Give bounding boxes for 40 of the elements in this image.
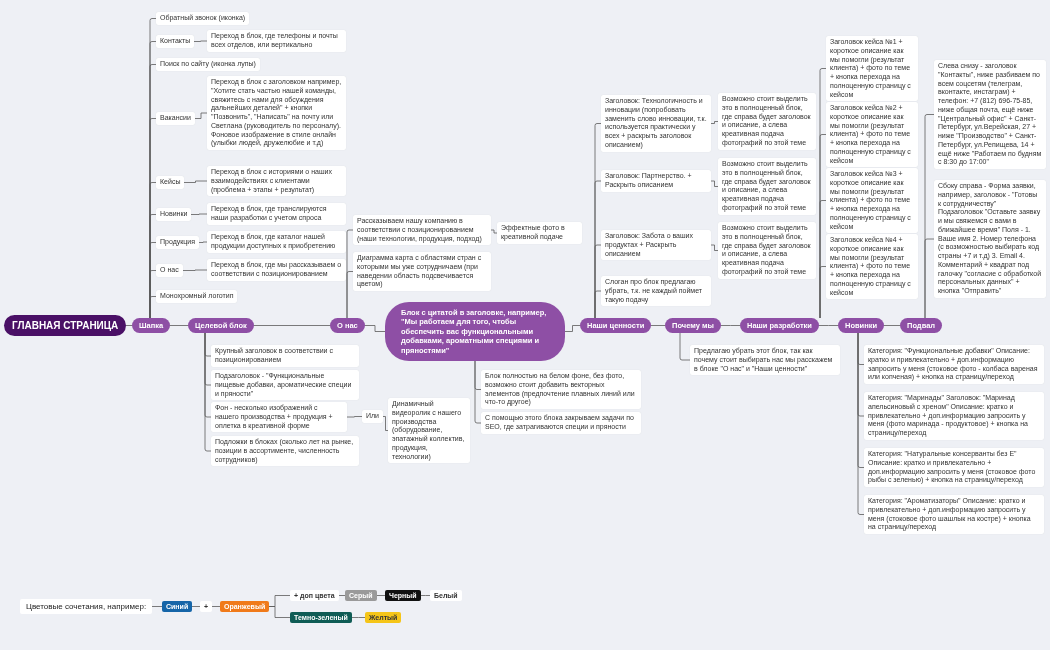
connector-line: [420, 595, 431, 596]
connector-line: [183, 180, 208, 183]
connector-line: [710, 121, 719, 124]
note-card: Цветовые сочетания, например:: [20, 599, 153, 614]
connector-line: [376, 595, 386, 596]
connector-line: [253, 325, 331, 326]
connector-line: [346, 416, 363, 418]
connector-line: [564, 325, 581, 332]
connector-line: [194, 112, 208, 119]
connector-line: [204, 332, 212, 452]
connector-line: [474, 360, 482, 424]
connector-line: [857, 332, 865, 515]
connector-line: [819, 266, 827, 319]
connector-line: [924, 238, 935, 319]
connector-line: [169, 325, 189, 326]
connector-line: [268, 606, 291, 618]
connector-line: [650, 325, 666, 326]
connector-line: [351, 617, 366, 618]
connector-line: [211, 606, 221, 607]
connector-line: [490, 229, 498, 234]
connector-line: [346, 271, 354, 319]
connector-line: [338, 595, 346, 596]
connector-line: [198, 241, 208, 243]
connector-line: [720, 325, 741, 326]
connector-line: [594, 290, 602, 319]
central-topic: ГЛАВНАЯ СТРАНИЦА: [4, 315, 127, 336]
connector-line: [710, 180, 719, 187]
connector-line: [382, 416, 389, 431]
connector-line: [710, 244, 719, 251]
connector-line: [149, 296, 157, 319]
connector-line: [191, 606, 201, 607]
connector-line: [364, 325, 386, 332]
connector-line: [182, 269, 208, 271]
connector-line: [125, 325, 133, 326]
connector-line: [883, 325, 901, 326]
connector-line: [679, 332, 691, 361]
connector-line: [190, 213, 208, 215]
connector-line: [193, 40, 208, 42]
connector-line: [818, 325, 839, 326]
connector-line: [151, 606, 163, 607]
